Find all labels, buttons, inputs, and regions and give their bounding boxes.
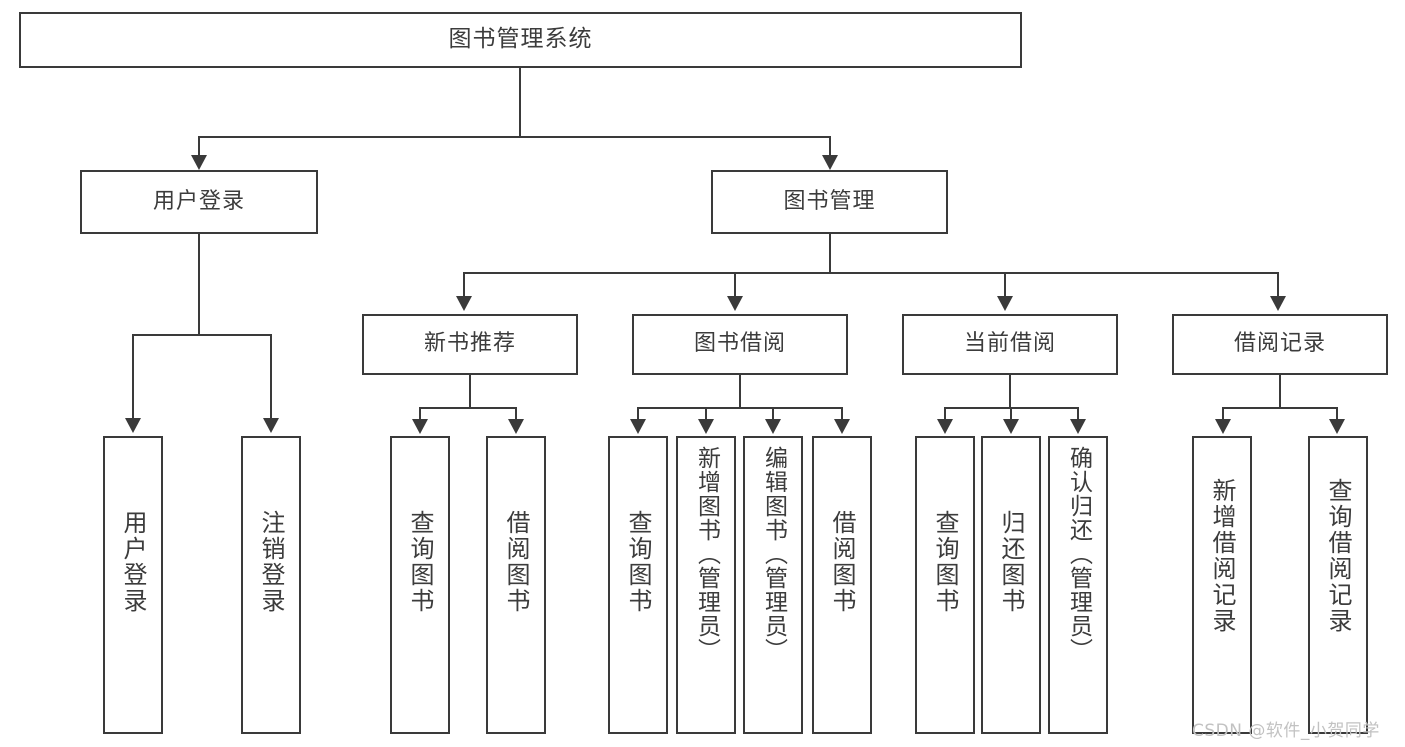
leaf-user-login-2[interactable]: 注销登录 xyxy=(241,436,301,734)
leaf-current-borrow-1[interactable]: 查询图书 xyxy=(915,436,975,734)
arrow-bm-to-book-borrow xyxy=(727,296,743,311)
node-label: 查询图书 xyxy=(624,510,652,614)
node-label: 查询图书 xyxy=(931,510,959,614)
connector-book-management-bar xyxy=(463,272,1277,274)
leaf-current-borrow-2[interactable]: 归还图书 xyxy=(981,436,1041,734)
arrow-user-login-to-leaf-1 xyxy=(125,418,141,433)
node-root-book-management-system[interactable]: 图书管理系统 xyxy=(19,12,1022,68)
connector-bb-to-leaf-1 xyxy=(637,407,639,421)
arrow-cb-to-leaf-3 xyxy=(1070,419,1086,434)
node-label: 当前借阅 xyxy=(963,331,1056,357)
node-label: 新书推荐 xyxy=(423,331,516,357)
connector-cb-to-leaf-2 xyxy=(1010,407,1012,421)
node-label: 编辑图书（管理员） xyxy=(760,446,787,662)
connector-cb-stem xyxy=(1009,375,1011,408)
arrow-br-to-leaf-1 xyxy=(1215,419,1231,434)
node-book-borrow[interactable]: 图书借阅 xyxy=(632,314,848,375)
arrow-bm-to-new-book xyxy=(456,296,472,311)
node-label: 归还图书 xyxy=(997,510,1025,614)
node-label: 用户登录 xyxy=(152,188,245,214)
arrow-bb-to-leaf-2 xyxy=(698,419,714,434)
leaf-borrow-record-1[interactable]: 新增借阅记录 xyxy=(1192,436,1252,734)
node-label: 图书借阅 xyxy=(693,331,786,357)
connector-nbr-to-leaf-1 xyxy=(419,407,421,421)
connector-bb-to-leaf-4 xyxy=(841,407,843,421)
connector-nbr-to-leaf-2 xyxy=(515,407,517,421)
node-user-login[interactable]: 用户登录 xyxy=(80,170,318,234)
connector-bm-to-book-borrow xyxy=(734,272,736,298)
connector-root-to-book-management xyxy=(829,136,831,157)
node-new-book-recommend[interactable]: 新书推荐 xyxy=(362,314,578,375)
node-label: 新增借阅记录 xyxy=(1208,478,1236,634)
connector-user-login-to-leaf-2 xyxy=(270,334,272,420)
arrow-bb-to-leaf-1 xyxy=(630,419,646,434)
connector-book-management-stem xyxy=(829,234,831,273)
node-label: 查询图书 xyxy=(406,510,434,614)
connector-cb-to-leaf-1 xyxy=(944,407,946,421)
leaf-book-borrow-4[interactable]: 借阅图书 xyxy=(812,436,872,734)
connector-br-bar xyxy=(1222,407,1338,409)
arrow-cb-to-leaf-1 xyxy=(937,419,953,434)
node-label: 确认归还（管理员） xyxy=(1065,446,1092,662)
connector-bb-to-leaf-3 xyxy=(772,407,774,421)
leaf-book-borrow-1[interactable]: 查询图书 xyxy=(608,436,668,734)
connector-bm-to-new-book xyxy=(463,272,465,298)
arrow-cb-to-leaf-2 xyxy=(1003,419,1019,434)
node-label: 新增图书（管理员） xyxy=(693,446,720,662)
connector-root-to-user-login xyxy=(198,136,200,157)
node-current-borrow[interactable]: 当前借阅 xyxy=(902,314,1118,375)
node-label: 用户登录 xyxy=(119,510,147,614)
arrow-bb-to-leaf-4 xyxy=(834,419,850,434)
leaf-current-borrow-3[interactable]: 确认归还（管理员） xyxy=(1048,436,1108,734)
connector-bm-to-current-borrow xyxy=(1004,272,1006,298)
node-label: 图书管理 xyxy=(783,188,876,214)
arrow-root-to-book-management xyxy=(822,155,838,170)
connector-bb-stem xyxy=(739,375,741,408)
connector-nbr-stem xyxy=(469,375,471,408)
arrow-bm-to-borrow-record xyxy=(1270,296,1286,311)
connector-user-login-to-leaf-1 xyxy=(132,334,134,420)
node-label: 注销登录 xyxy=(257,510,285,614)
arrow-bb-to-leaf-3 xyxy=(765,419,781,434)
node-borrow-record[interactable]: 借阅记录 xyxy=(1172,314,1388,375)
connector-br-to-leaf-1 xyxy=(1222,407,1224,421)
connector-bb-to-leaf-2 xyxy=(705,407,707,421)
connector-bb-bar xyxy=(637,407,842,409)
node-book-management[interactable]: 图书管理 xyxy=(711,170,948,234)
connector-br-to-leaf-2 xyxy=(1336,407,1338,421)
connector-root-bar xyxy=(198,136,831,138)
leaf-borrow-record-2[interactable]: 查询借阅记录 xyxy=(1308,436,1368,734)
csdn-watermark: CSDN @软件_小贺同学 xyxy=(1192,721,1380,741)
arrow-bm-to-current-borrow xyxy=(997,296,1013,311)
connector-root-stem xyxy=(519,68,521,137)
connector-nbr-bar xyxy=(419,407,517,409)
node-label: 借阅记录 xyxy=(1233,331,1326,357)
arrow-nbr-to-leaf-2 xyxy=(508,419,524,434)
connector-cb-to-leaf-3 xyxy=(1077,407,1079,421)
leaf-book-borrow-2[interactable]: 新增图书（管理员） xyxy=(676,436,736,734)
arrow-br-to-leaf-2 xyxy=(1329,419,1345,434)
arrow-root-to-user-login xyxy=(191,155,207,170)
connector-br-stem xyxy=(1279,375,1281,408)
arrow-user-login-to-leaf-2 xyxy=(263,418,279,433)
connector-user-login-bar xyxy=(132,334,272,336)
node-label: 借阅图书 xyxy=(502,510,530,614)
leaf-new-book-recommend-2[interactable]: 借阅图书 xyxy=(486,436,546,734)
leaf-new-book-recommend-1[interactable]: 查询图书 xyxy=(390,436,450,734)
arrow-nbr-to-leaf-1 xyxy=(412,419,428,434)
leaf-book-borrow-3[interactable]: 编辑图书（管理员） xyxy=(743,436,803,734)
node-label: 借阅图书 xyxy=(828,510,856,614)
connector-user-login-stem xyxy=(198,234,200,335)
connector-bm-to-borrow-record xyxy=(1277,272,1279,298)
leaf-user-login-1[interactable]: 用户登录 xyxy=(103,436,163,734)
node-label: 图书管理系统 xyxy=(448,26,593,53)
node-label: 查询借阅记录 xyxy=(1324,478,1352,634)
